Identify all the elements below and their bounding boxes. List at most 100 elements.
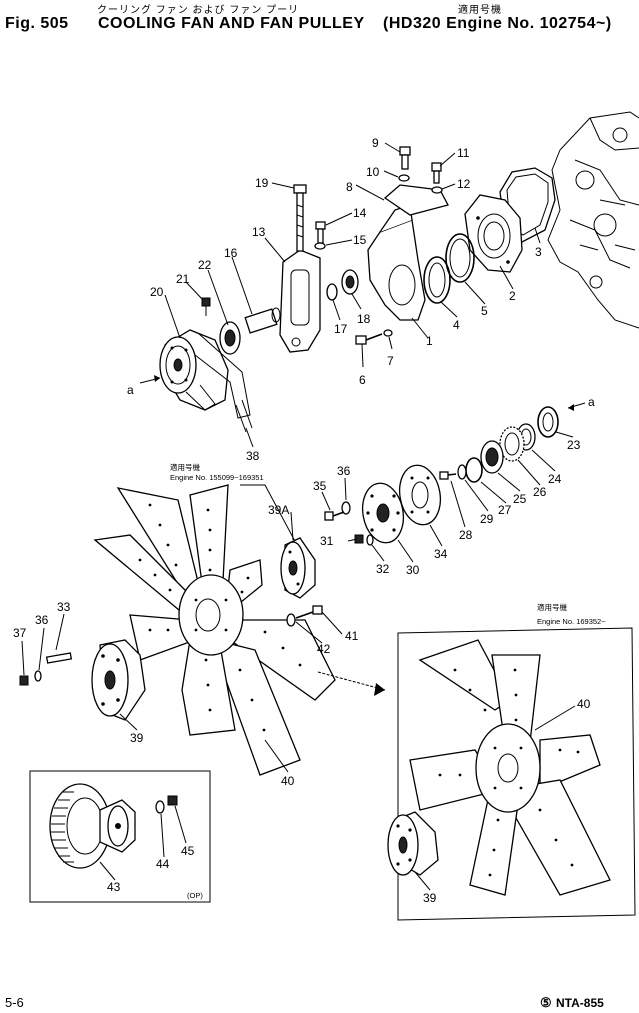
callout-32: 32 (376, 562, 390, 576)
callout-18: 18 (357, 312, 371, 326)
callout-8: 8 (346, 180, 353, 194)
figure-number: Fig. 505 (5, 15, 69, 32)
spacer-39a (280, 537, 316, 599)
nut-37 (19, 675, 29, 686)
bolt-14 (315, 221, 326, 244)
callout-14: 14 (353, 206, 367, 220)
bearing-18 (341, 269, 359, 295)
plate-34 (398, 464, 442, 526)
callout-1: 1 (426, 334, 433, 348)
fan-clutch-43 (49, 783, 136, 869)
washer-10 (398, 174, 410, 182)
washer-36-upper (341, 501, 351, 515)
ring-27 (465, 457, 483, 483)
spacer-39-left (91, 639, 146, 721)
page-number: 5-6 (5, 995, 24, 1010)
washer-32 (366, 534, 374, 546)
fan-belt-38 (185, 332, 253, 433)
callout-10: 10 (366, 165, 380, 179)
footer-code: NTA-855 (556, 996, 604, 1010)
option-label: (OP) (187, 891, 203, 900)
bolt-35 (324, 511, 345, 521)
bolt-11 (431, 162, 442, 184)
arrow-a-right (567, 402, 586, 411)
callout-24: 24 (548, 472, 562, 486)
callout-13: 13 (252, 225, 266, 239)
bracket-1 (367, 219, 426, 321)
leader-lines (21, 142, 576, 891)
spacer-39-inset (387, 811, 439, 876)
bolt-28 (439, 471, 457, 480)
nut-45 (167, 795, 178, 806)
callout-19: 19 (255, 176, 269, 190)
callout-23: 23 (567, 438, 581, 452)
callout-43: 43 (107, 880, 121, 894)
callout-42: 42 (317, 642, 331, 656)
washer-12 (431, 186, 443, 194)
callout-29: 29 (480, 512, 494, 526)
title-japanese: クーリング ファン および ファン プーリ (97, 5, 300, 16)
callout-36-upper: 36 (337, 464, 351, 478)
callout-26: 26 (533, 485, 547, 499)
callout-6: 6 (359, 373, 366, 387)
callout-9: 9 (372, 136, 379, 150)
plate-8 (383, 184, 449, 216)
figure-title: COOLING FAN AND FAN PULLEY (98, 15, 365, 32)
range-a-jp: 適用号機 (170, 462, 200, 472)
footer-code-prefix: ⑤ (540, 995, 552, 1010)
callout-2: 2 (509, 289, 516, 303)
callout-39-inset: 39 (423, 891, 437, 905)
callout-11: 11 (457, 146, 470, 160)
callout-39-left: 39 (130, 731, 144, 745)
callout-37: 37 (13, 626, 27, 640)
range-b: Engine No. 169352~ (537, 617, 606, 626)
callout-36-lower: 36 (35, 613, 49, 627)
bolt-6 (355, 333, 383, 345)
view-arrow-left (139, 375, 161, 384)
washer-29 (457, 464, 467, 480)
bolt-41 (295, 605, 323, 619)
inset-frame-option (29, 770, 211, 903)
seal-ring-5 (445, 233, 475, 283)
idler-pulley-20 (159, 329, 229, 411)
hub-30 (361, 482, 405, 544)
callout-15: 15 (353, 233, 367, 247)
transition-arrow (317, 671, 386, 696)
callout-17: 17 (334, 322, 348, 336)
callout-4: 4 (453, 318, 460, 332)
grease-nipple-21 (201, 297, 211, 316)
callout-39a: 39A (268, 503, 289, 517)
bearing-22 (219, 321, 241, 355)
o-ring-4 (423, 256, 451, 304)
range-b-jp: 適用号機 (537, 602, 567, 612)
callout-45: 45 (181, 844, 195, 858)
callout-38: 38 (246, 449, 260, 463)
bolt-19 (293, 184, 307, 252)
callout-3: 3 (535, 245, 542, 259)
callout-16: 16 (224, 246, 238, 260)
callout-28: 28 (459, 528, 473, 542)
callout-31: 31 (320, 534, 334, 548)
callout-41: 41 (345, 629, 359, 643)
stud-33 (45, 652, 73, 664)
callout-numbers: 1 2 3 4 5 6 7 8 9 10 11 12 13 14 15 16 1… (13, 136, 591, 905)
shaft-16 (244, 307, 281, 334)
cooling-fan-40 (93, 484, 336, 776)
callout-40-inset: 40 (577, 697, 591, 711)
washer-36-lower (34, 670, 42, 682)
callout-27: 27 (498, 503, 512, 517)
gear-26 (499, 426, 525, 462)
arrow-label-a-left: a (127, 383, 134, 397)
spacer-17 (326, 283, 338, 301)
washer-7 (383, 329, 393, 337)
callout-25: 25 (513, 492, 527, 506)
callout-20: 20 (150, 285, 164, 299)
bolt-9 (399, 146, 411, 170)
callout-34: 34 (434, 547, 448, 561)
callout-30: 30 (406, 563, 420, 577)
callout-40-left: 40 (281, 774, 295, 788)
bearing-25 (480, 440, 504, 474)
housing-2 (464, 194, 523, 273)
